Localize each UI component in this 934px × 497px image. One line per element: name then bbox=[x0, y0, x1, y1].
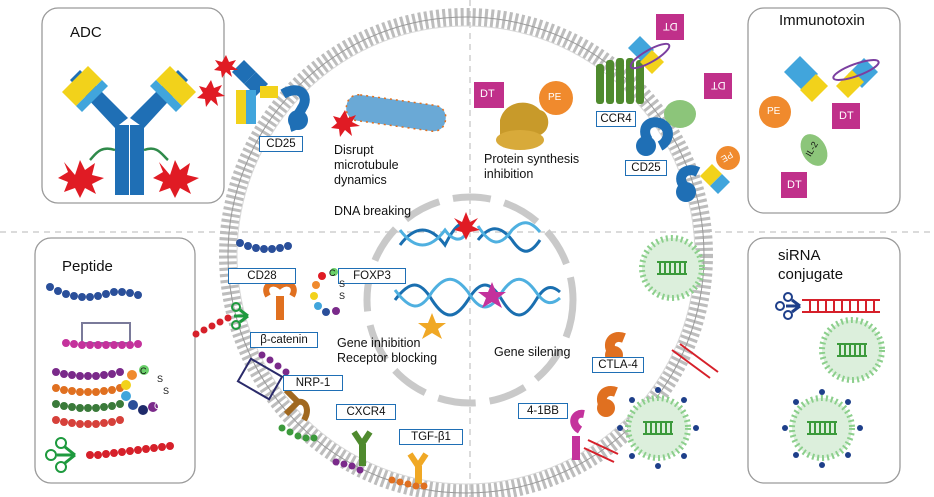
immunotoxin-icons bbox=[759, 56, 880, 198]
peptide-letter-c: C bbox=[154, 401, 161, 411]
peptide-chains bbox=[45, 283, 174, 473]
cd28-receptor-icon bbox=[192, 280, 297, 338]
sirna-nanoparticle-icon bbox=[642, 238, 702, 298]
ribosome-icon bbox=[474, 81, 573, 150]
ctla4-receptor-icon bbox=[596, 332, 719, 417]
peptide-letter-s: S bbox=[163, 386, 170, 396]
peptide-letter-c: C bbox=[140, 366, 147, 376]
sirna-nanoparticle-icon bbox=[628, 398, 688, 458]
toxin-label-dt-panel: DT bbox=[839, 110, 854, 122]
adc-bound-cd25-icon bbox=[197, 55, 310, 132]
receptor-label-nrp1: NRP-1 bbox=[283, 375, 343, 391]
peptide-letter-c: C bbox=[329, 268, 336, 278]
dna-broken-icon bbox=[398, 212, 542, 253]
panel-title-sirna: siRNA conjugate bbox=[778, 247, 844, 283]
immunotoxin-panel bbox=[747, 7, 901, 214]
receptor-label-beta-catenin: β-catenin bbox=[250, 332, 318, 348]
panel-title-adc: ADC bbox=[70, 24, 102, 41]
cd25-receptor-icon bbox=[636, 117, 740, 202]
adc-antibody-icon bbox=[58, 66, 199, 198]
mechanism-dna-breaking: DNA breaking bbox=[334, 204, 412, 218]
receptor-label-foxp3: FOXP3 bbox=[338, 268, 406, 284]
mechanism-gene-inhibition: Gene inhibition Receptor blocking bbox=[337, 336, 438, 365]
tgfb1-receptor-icon bbox=[388, 452, 429, 490]
receptor-label-cd25-right: CD25 bbox=[625, 160, 667, 176]
toxin-label-dt-ccr4-2: DT bbox=[711, 79, 726, 91]
receptor-label-tgfb1: TGF-β1 bbox=[399, 429, 463, 445]
receptor-label-4-1bb: 4-1BB bbox=[518, 403, 568, 419]
mechanism-gene-silencing: Gene silening bbox=[494, 345, 571, 359]
receptor-label-cxcr4: CXCR4 bbox=[336, 404, 396, 420]
toxin-label-dt: DT bbox=[480, 88, 495, 100]
4-1bb-receptor-icon bbox=[570, 409, 619, 463]
dna-helix-icon bbox=[393, 277, 561, 339]
peptide-letter-s: S bbox=[339, 291, 346, 301]
panel-title-immunotoxin: Immunotoxin bbox=[779, 12, 865, 29]
panel-title-peptide: Peptide bbox=[62, 258, 113, 275]
beta-catenin-icon bbox=[236, 351, 290, 401]
mechanism-microtubule: Disrupt microtubule dynamics bbox=[334, 143, 399, 187]
peptide-letter-s: S bbox=[339, 279, 346, 289]
microtubule-icon bbox=[331, 93, 447, 137]
peptide-letter-s: S bbox=[157, 374, 164, 384]
toxin-label-dt-ccr4: DT bbox=[663, 20, 678, 32]
receptor-label-cd25-top: CD25 bbox=[259, 136, 303, 152]
cxcr4-receptor-icon bbox=[332, 430, 373, 474]
sirna-icons bbox=[775, 292, 882, 468]
foxp3-peptide-icon bbox=[236, 239, 340, 316]
toxin-label-pe-panel: PE bbox=[767, 106, 781, 117]
adc-panel bbox=[41, 7, 225, 204]
mechanism-protein-synthesis: Protein synthesis inhibition bbox=[484, 152, 580, 181]
toxin-label-pe: PE bbox=[548, 92, 562, 103]
nucleus-envelope bbox=[363, 193, 577, 407]
receptor-label-cd28: CD28 bbox=[228, 268, 296, 284]
nrp1-receptor-icon bbox=[278, 387, 318, 442]
receptor-label-ctla4: CTLA-4 bbox=[592, 357, 644, 373]
receptor-label-ccr4: CCR4 bbox=[596, 111, 636, 127]
ccr4-receptor-icon bbox=[596, 14, 732, 128]
toxin-label-dt-il2: DT bbox=[787, 179, 802, 191]
